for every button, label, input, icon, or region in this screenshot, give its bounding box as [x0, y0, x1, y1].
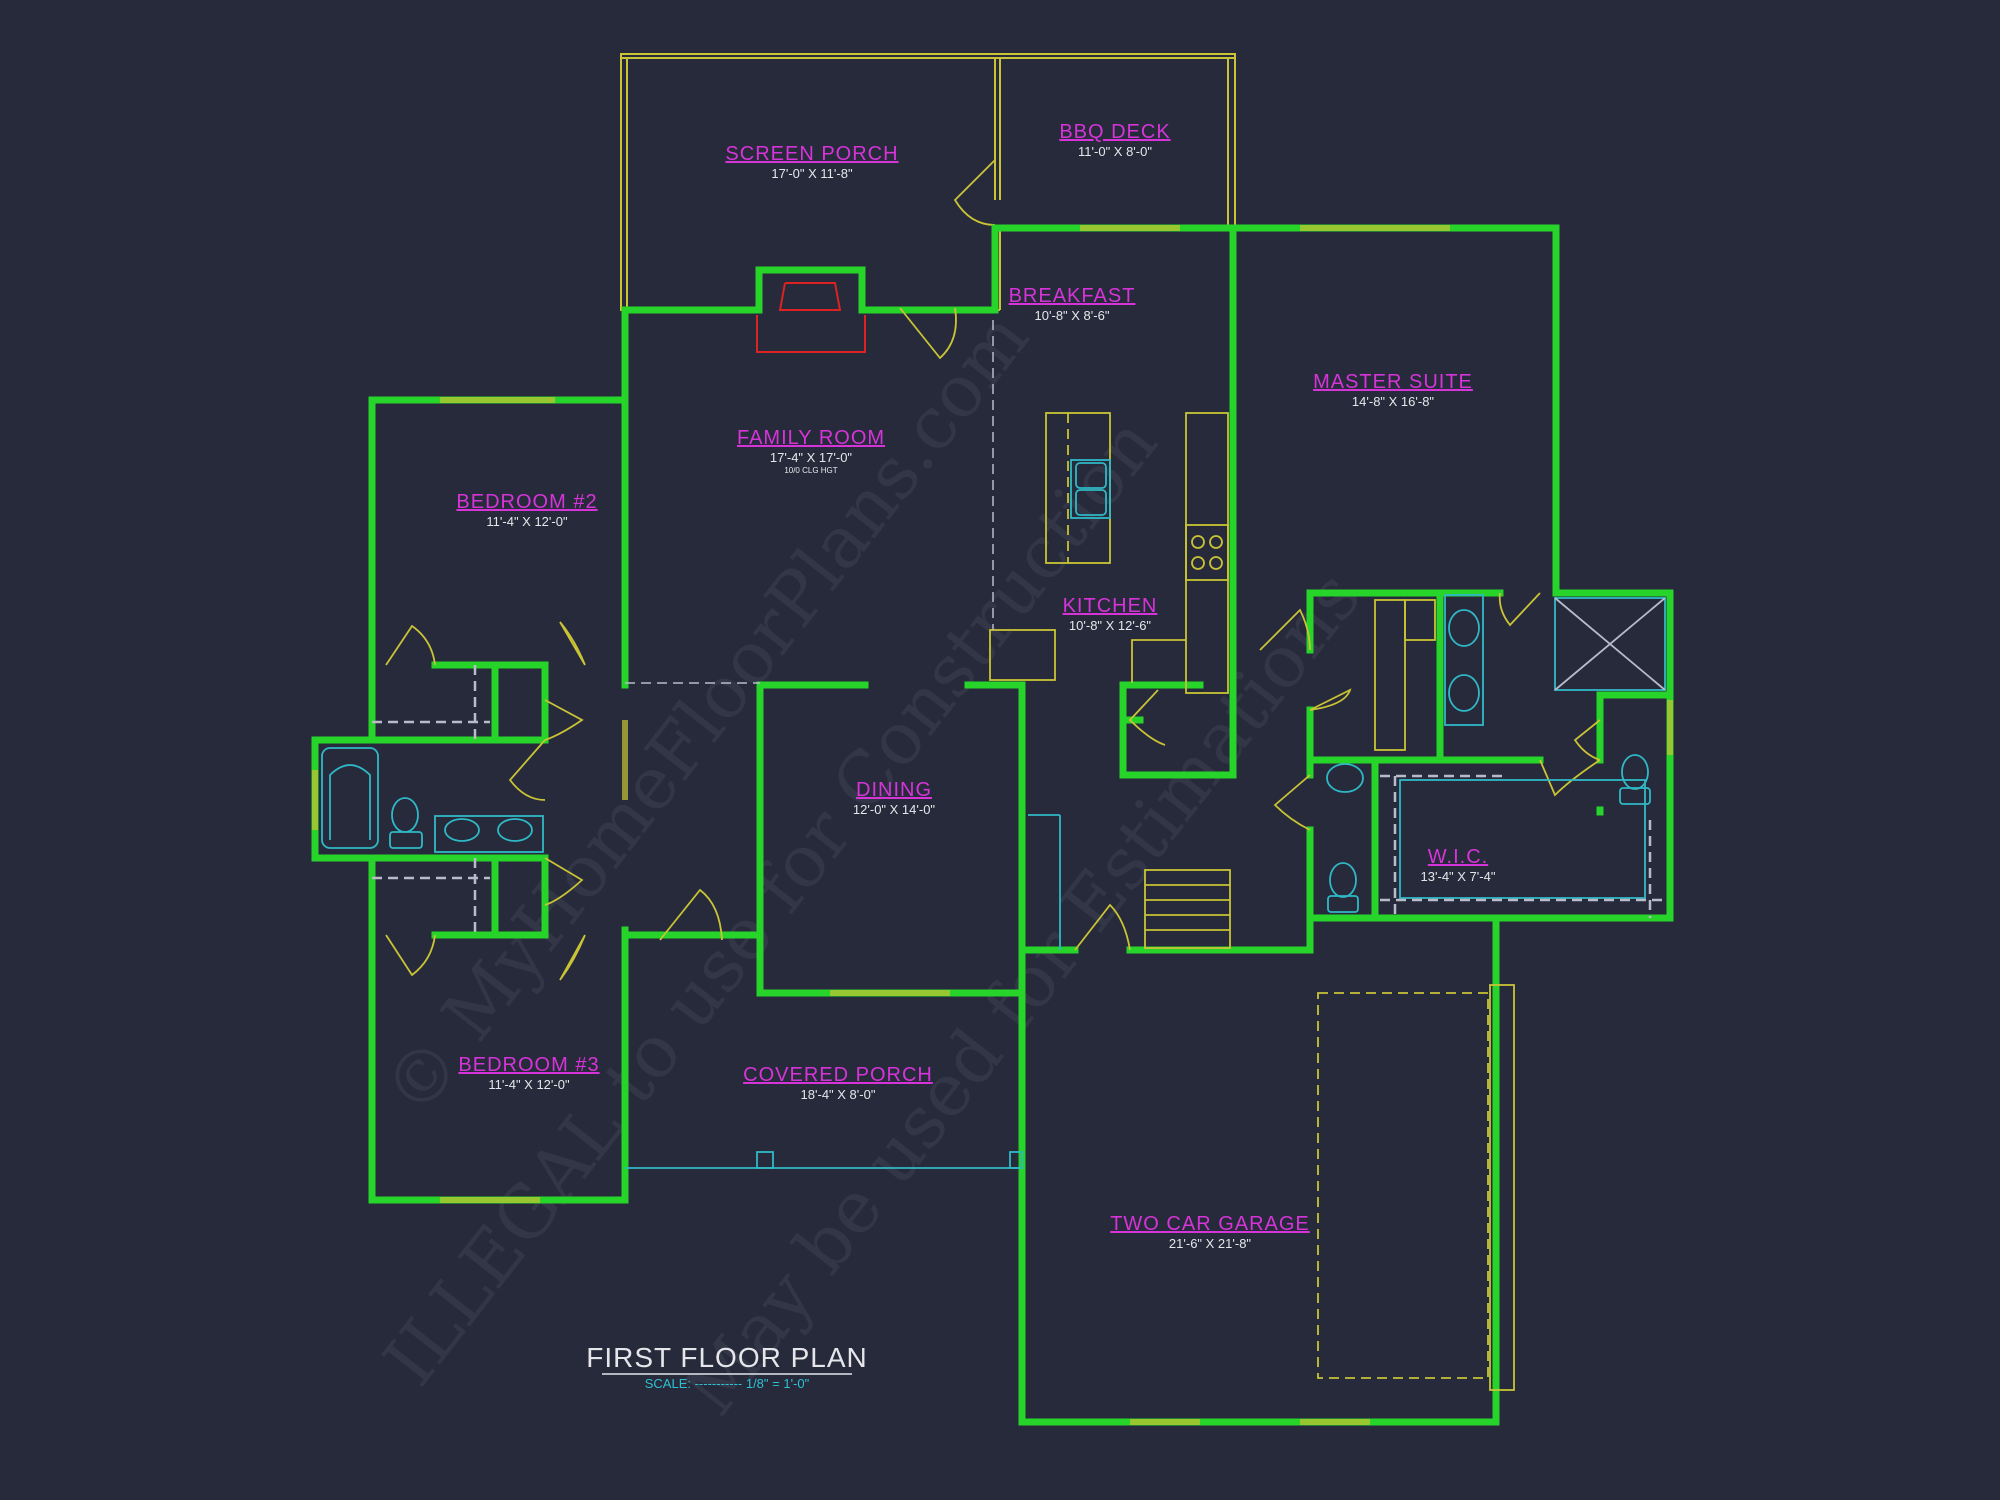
svg-text:TWO CAR GARAGE: TWO CAR GARAGE	[1110, 1213, 1310, 1235]
svg-text:11'-4" X 12'-0": 11'-4" X 12'-0"	[488, 1077, 570, 1092]
doors	[385, 307, 1601, 981]
label-bedroom-3: BEDROOM #311'-4" X 12'-0"	[458, 1054, 599, 1092]
svg-text:10'-8" X 12'-6": 10'-8" X 12'-6"	[1069, 618, 1152, 633]
svg-text:21'-6" X 21'-8": 21'-6" X 21'-8"	[1169, 1236, 1252, 1251]
svg-text:BBQ DECK: BBQ DECK	[1059, 121, 1170, 143]
walls	[311, 224, 1674, 1426]
svg-text:14'-8" X 16'-8": 14'-8" X 16'-8"	[1352, 394, 1435, 409]
svg-text:12'-0" X 14'-0": 12'-0" X 14'-0"	[853, 802, 936, 817]
plan-scale: SCALE: ----------- 1/8" = 1'-0"	[645, 1376, 810, 1391]
svg-text:KITCHEN: KITCHEN	[1063, 595, 1158, 617]
svg-text:18'-4" X 8'-0": 18'-4" X 8'-0"	[801, 1087, 876, 1102]
svg-text:BREAKFAST: BREAKFAST	[1009, 285, 1136, 307]
svg-text:13'-4" X 7'-4": 13'-4" X 7'-4"	[1421, 869, 1496, 884]
svg-text:10/0 CLG HGT: 10/0 CLG HGT	[784, 466, 837, 475]
svg-text:FAMILY ROOM: FAMILY ROOM	[737, 427, 885, 449]
bath-fixtures	[321, 594, 1666, 935]
plan-title: FIRST FLOOR PLAN	[586, 1342, 868, 1373]
svg-text:SCREEN PORCH: SCREEN PORCH	[725, 143, 898, 165]
kitchen-fixtures	[625, 320, 1229, 694]
svg-text:11'-4" X 12'-0": 11'-4" X 12'-0"	[486, 514, 568, 529]
label-wic: W.I.C.13'-4" X 7'-4"	[1421, 846, 1496, 884]
svg-text:W.I.C.: W.I.C.	[1428, 846, 1488, 868]
svg-text:DINING: DINING	[856, 779, 932, 801]
svg-text:COVERED PORCH: COVERED PORCH	[743, 1064, 933, 1086]
fireplace-icon	[756, 282, 866, 353]
svg-text:10'-8" X 8'-6": 10'-8" X 8'-6"	[1035, 308, 1110, 323]
svg-text:BEDROOM #2: BEDROOM #2	[456, 491, 597, 513]
svg-text:BEDROOM #3: BEDROOM #3	[458, 1054, 599, 1076]
svg-text:MASTER SUITE: MASTER SUITE	[1313, 371, 1473, 393]
title-block: FIRST FLOOR PLAN SCALE: ----------- 1/8"…	[586, 1342, 868, 1391]
svg-text:17'-0" X 11'-8": 17'-0" X 11'-8"	[771, 166, 853, 181]
stairs-garage	[625, 814, 1515, 1391]
label-bedroom-2: BEDROOM #211'-4" X 12'-0"	[456, 491, 597, 529]
windows	[312, 225, 1673, 1425]
svg-text:17'-4" X 17'-0": 17'-4" X 17'-0"	[770, 450, 853, 465]
svg-text:11'-0" X 8'-0": 11'-0" X 8'-0"	[1078, 144, 1152, 159]
